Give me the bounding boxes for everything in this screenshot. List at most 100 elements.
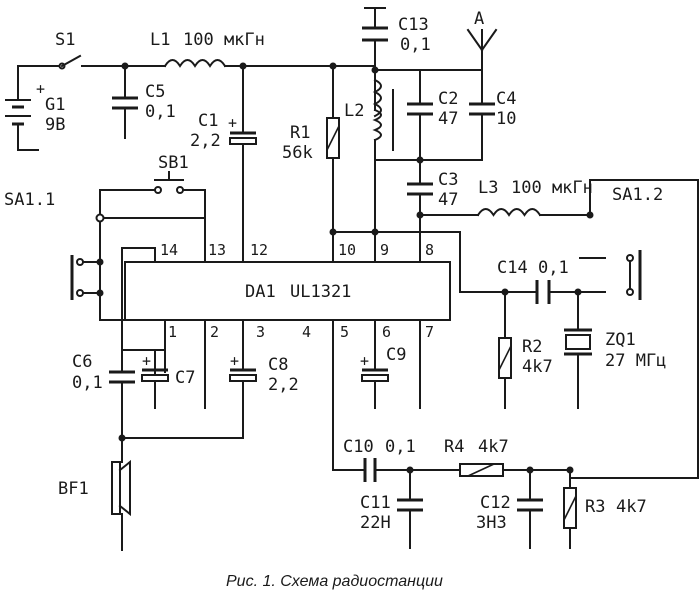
ic-pin-14: 14 bbox=[160, 241, 178, 259]
label-c12-value: 3Н3 bbox=[476, 513, 507, 533]
ic-da1-body bbox=[124, 249, 451, 321]
label-c14-value: 0,1 bbox=[538, 258, 569, 278]
capacitor-c4-symbol bbox=[469, 102, 495, 116]
label-c9-plus: + bbox=[360, 352, 369, 370]
capacitor-c13-symbol bbox=[362, 7, 388, 42]
capacitor-c8-symbol bbox=[229, 368, 257, 382]
capacitor-c5-symbol bbox=[112, 96, 138, 110]
ic-pin-2: 2 bbox=[210, 323, 219, 341]
label-c3: C3 bbox=[438, 170, 458, 190]
switch-sa11-terminal bbox=[95, 213, 105, 223]
label-r1-value: 56k bbox=[282, 143, 313, 163]
ic-da1-labels: DA1 UL1321 14 13 12 10 9 8 1 2 3 4 5 6 7 bbox=[160, 241, 434, 341]
ic-pin-1: 1 bbox=[168, 323, 177, 341]
inductor-l3-symbol bbox=[476, 208, 542, 217]
ic-pin-4: 4 bbox=[302, 323, 311, 341]
resistor-r3-symbol bbox=[563, 487, 577, 529]
capacitor-c3-symbol bbox=[407, 182, 433, 196]
label-r3-value: 4k7 bbox=[616, 497, 647, 517]
label-c8-value: 2,2 bbox=[268, 375, 299, 395]
label-c8-plus: + bbox=[230, 352, 239, 370]
label-antenna: A bbox=[474, 9, 484, 29]
capacitor-c6-symbol bbox=[109, 370, 135, 384]
label-l3-value: 100 мкГн bbox=[511, 178, 593, 198]
ic-pin-5: 5 bbox=[340, 323, 349, 341]
label-c2-value: 47 bbox=[438, 109, 458, 129]
ic-pin-3: 3 bbox=[256, 323, 265, 341]
label-c3-value: 47 bbox=[438, 190, 458, 210]
resistor-r2-symbol bbox=[498, 337, 512, 379]
label-s1: S1 bbox=[55, 30, 75, 50]
pushbutton-sb1-symbol bbox=[154, 171, 184, 194]
label-c2: C2 bbox=[438, 89, 458, 109]
label-zq1: ZQ1 bbox=[605, 330, 636, 350]
label-r2-value: 4k7 bbox=[522, 357, 553, 377]
label-c1: C1 bbox=[198, 111, 218, 131]
resistor-r1-symbol bbox=[326, 117, 340, 159]
label-g1: G1 bbox=[45, 95, 65, 115]
label-r4: R4 bbox=[444, 437, 464, 457]
ic-pin-10: 10 bbox=[338, 241, 356, 259]
label-c9: C9 bbox=[386, 345, 406, 365]
inductor-l2-symbol bbox=[372, 78, 394, 151]
label-c13-value: 0,1 bbox=[400, 35, 431, 55]
label-c12: C12 bbox=[480, 493, 511, 513]
label-c5-value: 0,1 bbox=[145, 102, 176, 122]
capacitor-c9-symbol bbox=[361, 368, 389, 382]
ic-pin-12: 12 bbox=[250, 241, 268, 259]
component-labels: S1 + G1 9В L1 100 мкГн C5 0,1 + C1 2,2 R… bbox=[4, 9, 666, 533]
ic-pin-9: 9 bbox=[380, 241, 389, 259]
switch-left-contacts bbox=[70, 255, 104, 300]
label-c11-value: 22Н bbox=[360, 513, 391, 533]
label-sa12: SA1.2 bbox=[612, 185, 663, 205]
label-c1-plus: + bbox=[228, 114, 237, 132]
label-l2: L2 bbox=[344, 101, 364, 121]
label-l1-value: 100 мкГн bbox=[183, 30, 265, 50]
label-c8: C8 bbox=[268, 355, 288, 375]
label-c14: C14 bbox=[497, 258, 528, 278]
ic-pin-13: 13 bbox=[208, 241, 226, 259]
label-l3: L3 bbox=[478, 178, 498, 198]
label-l1: L1 bbox=[150, 30, 170, 50]
capacitor-c12-symbol bbox=[517, 498, 543, 512]
label-c10-value: 0,1 bbox=[385, 437, 416, 457]
switch-s1-symbol bbox=[58, 54, 82, 70]
label-r2: R2 bbox=[522, 337, 542, 357]
label-c1-value: 2,2 bbox=[190, 131, 221, 151]
ic-pin-6: 6 bbox=[382, 323, 391, 341]
label-sb1: SB1 bbox=[158, 153, 189, 173]
battery-g1-symbol bbox=[5, 99, 31, 126]
capacitor-c14-symbol bbox=[535, 280, 551, 304]
label-c10: C10 bbox=[343, 437, 374, 457]
figure-caption: Рис. 1. Схема радиостанции bbox=[226, 573, 443, 590]
label-c11: C11 bbox=[360, 493, 391, 513]
ic-pin-7: 7 bbox=[425, 323, 434, 341]
ic-pin-8: 8 bbox=[425, 241, 434, 259]
label-c13: C13 bbox=[398, 15, 429, 35]
crystal-zq1-symbol bbox=[564, 328, 592, 356]
ic-part: UL1321 bbox=[290, 282, 351, 302]
capacitor-c11-symbol bbox=[397, 498, 423, 512]
capacitor-c7-symbol bbox=[141, 368, 169, 382]
ic-ref: DA1 bbox=[245, 282, 276, 302]
junction-dots bbox=[118, 62, 594, 474]
label-zq1-value: 27 МГц bbox=[605, 351, 666, 371]
label-c4: C4 bbox=[496, 89, 516, 109]
connector-right-symbol bbox=[626, 250, 642, 300]
label-c4-value: 10 bbox=[496, 109, 516, 129]
speaker-bf1-symbol bbox=[111, 459, 131, 517]
label-c7: C7 bbox=[175, 368, 195, 388]
label-sa11: SA1.1 bbox=[4, 190, 55, 210]
capacitor-c1-symbol bbox=[229, 131, 257, 145]
label-r4-value: 4k7 bbox=[478, 437, 509, 457]
label-c6-value: 0,1 bbox=[72, 373, 103, 393]
antenna-symbol bbox=[466, 28, 498, 52]
label-bf1: BF1 bbox=[58, 479, 89, 499]
inductor-l1-symbol bbox=[163, 59, 227, 68]
resistor-r4-symbol bbox=[459, 463, 504, 477]
label-c7-plus: + bbox=[142, 352, 151, 370]
label-r3: R3 bbox=[585, 497, 605, 517]
label-g1-value: 9В bbox=[45, 115, 65, 135]
capacitor-c2-symbol bbox=[407, 102, 433, 116]
